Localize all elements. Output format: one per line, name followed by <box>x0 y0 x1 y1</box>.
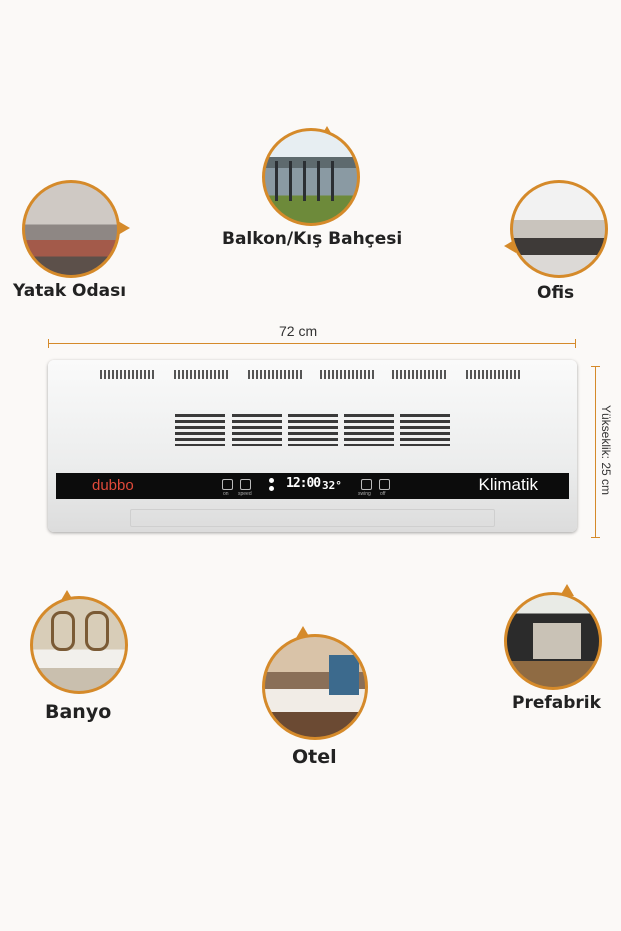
display-indicator <box>269 478 274 494</box>
label-ofis: Ofis <box>537 283 575 303</box>
prefabrik-image <box>504 592 602 690</box>
display-temperature: 32° <box>322 479 342 492</box>
speed-button[interactable] <box>240 479 251 490</box>
swing-button[interactable] <box>361 479 372 490</box>
speed-button-label: speed <box>238 491 252 497</box>
power-on-button[interactable] <box>222 479 233 490</box>
model-label: Klimatik <box>478 475 538 494</box>
swing-button-label: swing <box>358 491 371 497</box>
brand-logo: dubbo <box>92 477 134 494</box>
front-grille <box>344 414 394 446</box>
front-grille <box>400 414 450 446</box>
label-otel: Otel <box>292 746 337 768</box>
top-vent <box>248 364 304 379</box>
top-vent <box>100 364 156 379</box>
display-time: 12:00 <box>286 476 321 491</box>
top-vent <box>466 364 522 379</box>
air-outlet <box>130 509 495 527</box>
top-vent <box>392 364 448 379</box>
front-grille <box>288 414 338 446</box>
top-vent <box>174 364 230 379</box>
off-button-label: off <box>380 491 386 497</box>
power-off-button[interactable] <box>379 479 390 490</box>
balkon-image <box>262 128 360 226</box>
width-label: 72 cm <box>279 323 318 339</box>
label-banyo: Banyo <box>45 701 112 723</box>
heater-unit: dubbo on speed 12:00 32° swing off Klima… <box>48 360 577 532</box>
control-panel: dubbo on speed 12:00 32° swing off Klima… <box>56 473 569 499</box>
front-grille <box>232 414 282 446</box>
otel-image <box>262 634 368 740</box>
front-grille <box>175 414 225 446</box>
label-balkon: Balkon/Kış Bahçesi <box>222 229 403 249</box>
on-button-label: on <box>223 491 229 497</box>
ofis-image <box>510 180 608 278</box>
height-label: Yükseklik: 25 cm <box>599 404 613 496</box>
label-yatak: Yatak Odası <box>13 281 127 301</box>
top-vent <box>320 364 376 379</box>
label-prefabrik: Prefabrik <box>512 693 601 713</box>
banyo-image <box>30 596 128 694</box>
yatak-image <box>22 180 120 278</box>
